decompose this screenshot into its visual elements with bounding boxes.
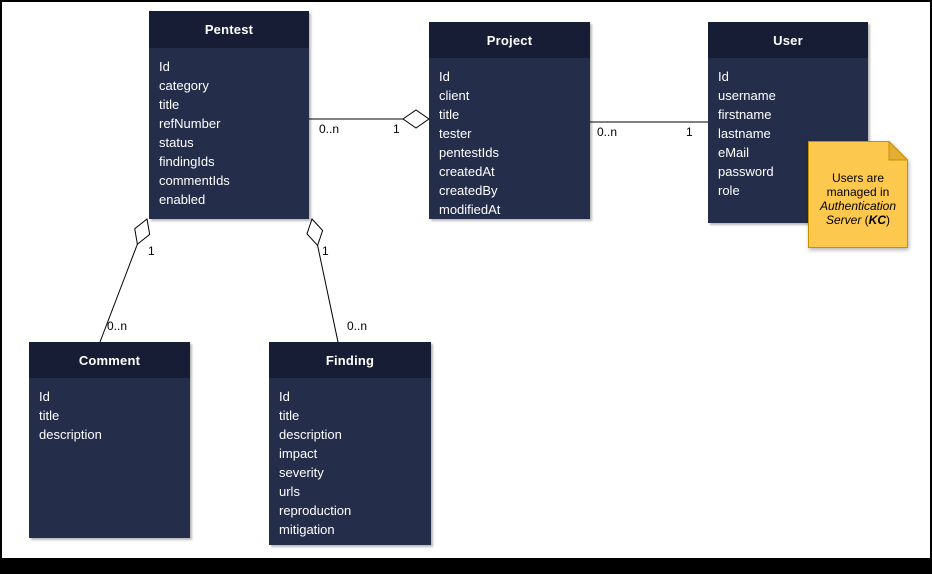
entity-comment: Comment Id title description: [29, 342, 190, 538]
note-kc-label: KC: [868, 213, 887, 227]
sticky-note-shape: [808, 141, 908, 248]
field: password: [718, 164, 774, 179]
field: findingIds: [159, 154, 215, 169]
field: Id: [159, 59, 170, 74]
entity-finding: Finding Id title description impact seve…: [269, 342, 431, 545]
note-line: Server (KC): [808, 213, 908, 227]
entity-title-label: Pentest: [204, 22, 254, 37]
multiplicity-project-user-source: 0..n: [597, 125, 618, 139]
field: createdBy: [439, 183, 498, 198]
multiplicity-pentest-project-target: 1: [393, 122, 400, 136]
field: category: [159, 78, 209, 93]
field: severity: [279, 465, 324, 480]
field: description: [279, 427, 342, 442]
field: title: [159, 97, 180, 112]
entity-user-fields: Id username firstname lastname eMail pas…: [708, 58, 868, 200]
field: urls: [279, 484, 300, 499]
multiplicity-project-user-target: 1: [686, 125, 693, 139]
sticky-note-text: Users are managed in Authentication Serv…: [808, 171, 908, 227]
multiplicity-pentest-project-source: 0..n: [319, 122, 340, 136]
field: modifiedAt: [439, 202, 501, 217]
field: createdAt: [439, 164, 495, 179]
field: username: [718, 88, 776, 103]
field: Id: [279, 389, 290, 404]
entity-title-label: Project: [486, 32, 533, 48]
field: eMail: [718, 145, 750, 160]
field: firstname: [718, 107, 772, 122]
entity-title-label: Finding: [325, 352, 375, 368]
entity-pentest-fields: Id category title refNumber status findi…: [149, 48, 309, 209]
entity-user-title: User: [708, 22, 868, 58]
field: title: [439, 107, 460, 122]
sticky-note: Users are managed in Authentication Serv…: [808, 141, 908, 248]
entity-pentest-title: Pentest: [149, 11, 309, 48]
field: enabled: [159, 192, 206, 207]
entity-title-label: Comment: [78, 352, 141, 368]
field: tester: [439, 126, 472, 141]
entity-title-label: User: [773, 32, 803, 48]
field: client: [439, 88, 470, 103]
field: lastname: [718, 126, 771, 141]
field: Id: [718, 69, 729, 84]
field: refNumber: [159, 116, 221, 131]
field: pentestIds: [439, 145, 499, 160]
field: impact: [279, 446, 318, 461]
field: title: [39, 408, 60, 423]
entity-comment-fields: Id title description: [29, 378, 190, 444]
note-line: managed in: [826, 185, 890, 199]
field: mitigation: [279, 522, 335, 537]
entity-finding-fields: Id title description impact severity url…: [269, 378, 431, 539]
field: title: [279, 408, 300, 423]
note-fold-corner: [888, 141, 908, 161]
entity-pentest: Pentest Id category title refNumber stat…: [149, 11, 309, 219]
entity-comment-title: Comment: [29, 342, 190, 378]
note-paren-close: ): [886, 213, 891, 227]
multiplicity-pentest-comment-source: 1: [148, 244, 155, 258]
entity-project: Project Id client title tester pentestId…: [429, 22, 590, 219]
field: role: [718, 183, 740, 198]
entity-project-fields: Id client title tester pentestIds create…: [429, 58, 590, 219]
field: Id: [39, 389, 50, 404]
multiplicity-pentest-finding-source: 1: [322, 244, 329, 258]
entity-project-title: Project: [429, 22, 590, 58]
entity-finding-title: Finding: [269, 342, 431, 378]
field: status: [159, 135, 194, 150]
note-server-label: Server: [825, 213, 862, 227]
note-paren-open: (: [861, 213, 869, 227]
field: description: [39, 427, 102, 442]
note-line: Users are: [831, 171, 884, 185]
field: Id: [439, 69, 450, 84]
note-line: Authentication: [819, 199, 897, 213]
field: reproduction: [279, 503, 352, 518]
multiplicity-pentest-finding-target: 0..n: [347, 319, 368, 333]
multiplicity-pentest-comment-target: 0..n: [107, 319, 128, 333]
field: commentIds: [159, 173, 230, 188]
